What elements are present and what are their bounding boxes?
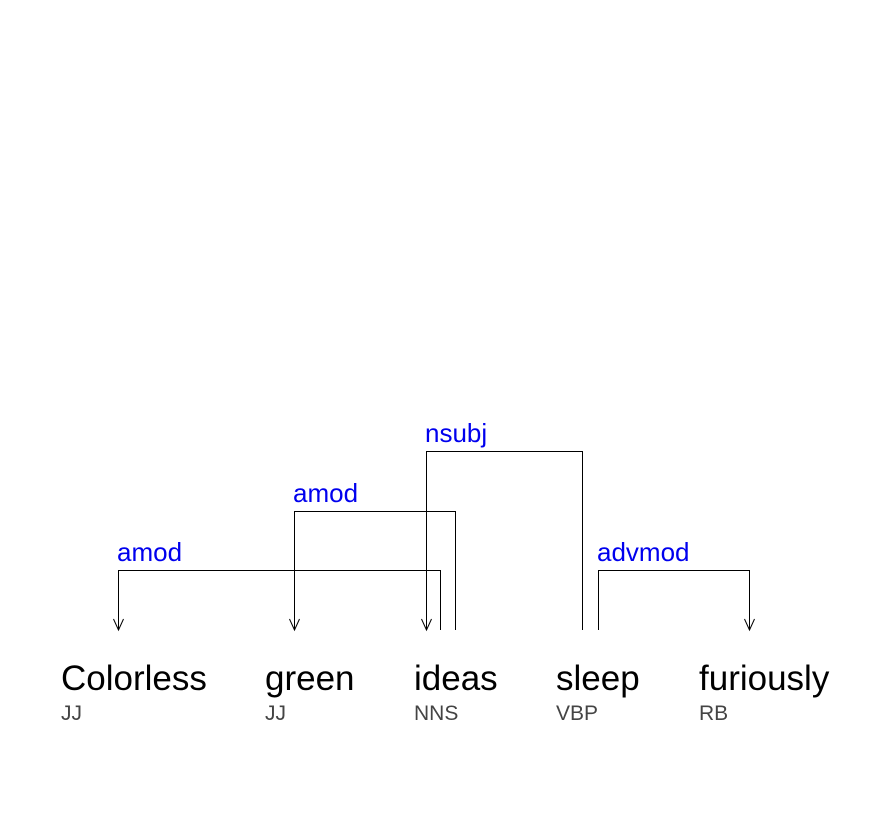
arc-line: [294, 511, 456, 630]
arc-relation-label: amod: [117, 537, 182, 567]
arc-relation-label: amod: [293, 478, 358, 508]
dependency-arc-amod: amod: [113, 537, 441, 632]
token-word: Colorless: [61, 659, 207, 698]
arrowhead-icon: [421, 618, 432, 632]
dependency-arc-nsubj: nsubj: [421, 418, 583, 632]
token-pos-tag: JJ: [265, 702, 286, 725]
arc-line: [598, 570, 750, 630]
dependency-arc-advmod: advmod: [597, 537, 755, 632]
arc-line: [426, 451, 583, 630]
token-word: ideas: [414, 659, 498, 698]
tokens-layer: ColorlessJJgreenJJideasNNSsleepVBPfuriou…: [61, 659, 830, 725]
arrowhead-icon: [744, 618, 755, 632]
arc-relation-label: nsubj: [425, 418, 487, 448]
token-pos-tag: VBP: [556, 702, 598, 725]
arc-line: [118, 570, 441, 630]
token-word: sleep: [556, 659, 640, 698]
token-word: furiously: [699, 659, 830, 698]
token-word: green: [265, 659, 355, 698]
token-pos-tag: JJ: [61, 702, 82, 725]
dependency-arc-amod: amod: [289, 478, 456, 632]
arcs-layer: amod amod nsubj advmod: [113, 418, 755, 632]
arrowhead-icon: [113, 618, 124, 632]
token-pos-tag: NNS: [414, 702, 458, 725]
arc-relation-label: advmod: [597, 537, 690, 567]
arrowhead-icon: [289, 618, 300, 632]
token-pos-tag: RB: [699, 702, 728, 725]
